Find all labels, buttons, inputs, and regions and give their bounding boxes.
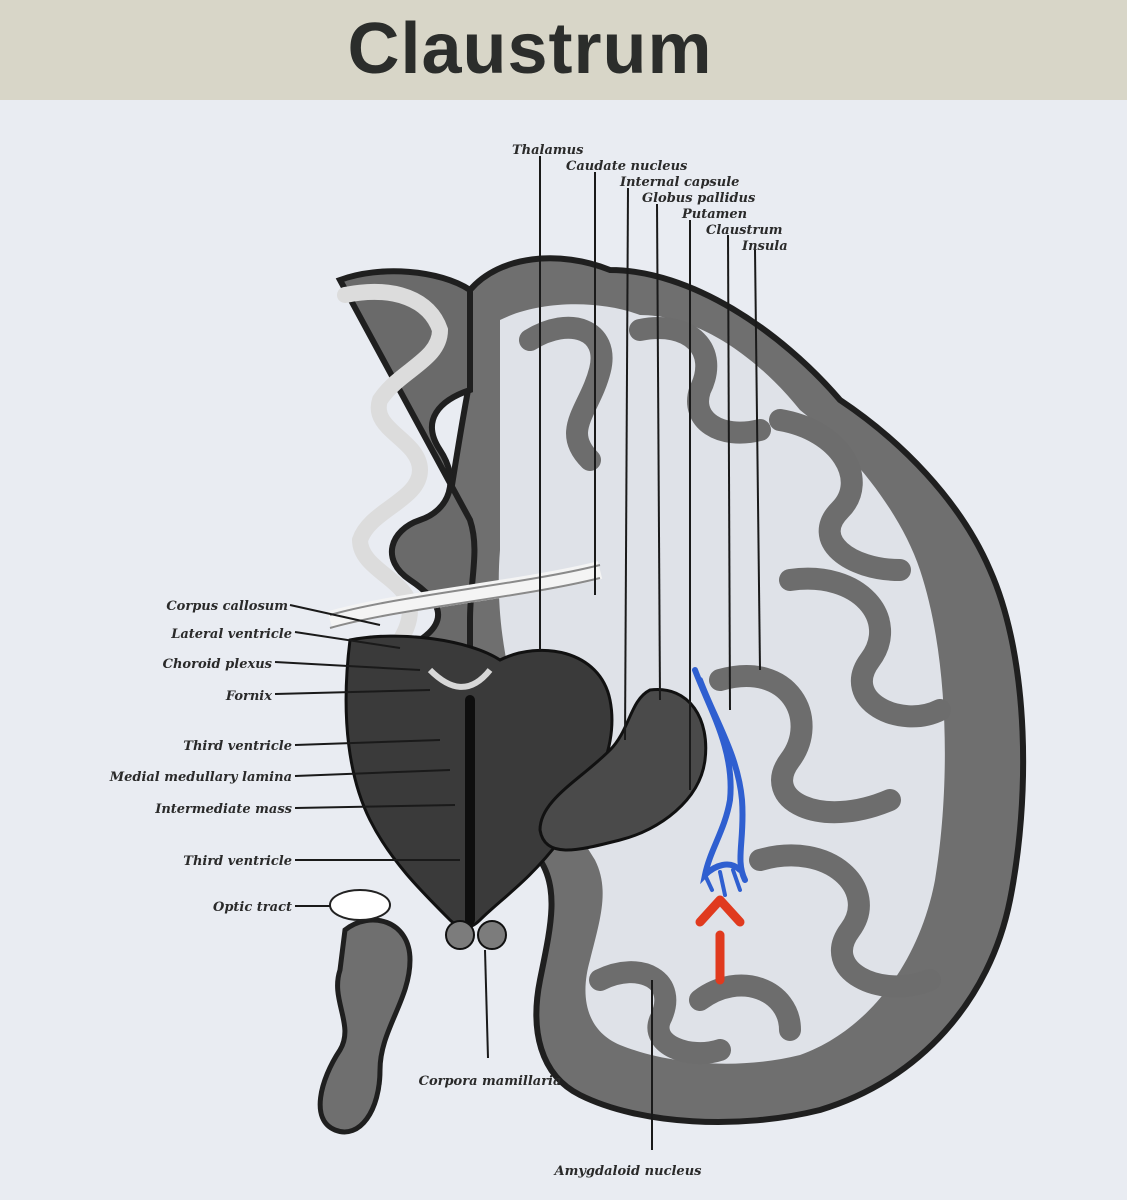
label-insula: Insula	[741, 239, 788, 254]
label-lateral-ventricle: Lateral ventricle	[170, 627, 292, 642]
cortical-fold-3	[769, 409, 911, 581]
top-leader-lines	[539, 156, 761, 790]
label-thalamus: Thalamus	[512, 143, 584, 158]
label-globus-pallidus: Globus pallidus	[642, 191, 756, 206]
label-putamen: Putamen	[681, 207, 747, 222]
thalamus	[344, 634, 614, 929]
bottom-leader-lines	[484, 949, 653, 1150]
mamillary-body-left	[445, 920, 475, 950]
claustrum-fan	[703, 868, 742, 897]
claustrum-highlight	[692, 667, 748, 885]
label-third-ventricle-upper: Third ventricle	[183, 739, 292, 754]
label-internal-capsule: Internal capsule	[619, 175, 739, 190]
up-arrow-icon	[695, 895, 745, 985]
label-corpora-mamillaria: Corpora mamillaria	[419, 1074, 562, 1089]
corpus-callosum	[327, 561, 603, 629]
temporal-lobe-fragment	[317, 917, 413, 1135]
label-medial-medullary-lamina: Medial medullary lamina	[109, 770, 292, 785]
title-band	[0, 0, 1127, 100]
cortical-fold-6	[749, 844, 941, 998]
label-choroid-plexus: Choroid plexus	[163, 657, 273, 672]
label-optic-tract: Optic tract	[213, 900, 292, 915]
optic-tract	[329, 889, 391, 921]
brain-section-diagram: Thalamus Caudate nucleus Internal capsul…	[0, 100, 1127, 1200]
cortical-fold-4	[779, 567, 951, 728]
label-fornix: Fornix	[225, 689, 272, 704]
mamillary-body-right	[477, 920, 507, 950]
label-claustrum: Claustrum	[706, 223, 783, 238]
left-leader-lines	[274, 604, 460, 907]
cortical-fold-1	[519, 316, 613, 471]
page-title: Claustrum	[347, 9, 713, 89]
cortical-fold-2	[629, 317, 771, 444]
cortical-fold-5	[709, 665, 901, 824]
lentiform-nucleus	[538, 688, 708, 852]
label-third-ventricle-lower: Third ventricle	[183, 854, 292, 869]
fornix	[427, 667, 493, 690]
label-intermediate-mass: Intermediate mass	[154, 802, 292, 817]
cortical-fold-8	[589, 961, 731, 1065]
label-caudate-nucleus: Caudate nucleus	[566, 159, 688, 174]
label-corpus-callosum: Corpus callosum	[166, 599, 288, 614]
label-amygdaloid-nucleus: Amygdaloid nucleus	[553, 1164, 703, 1179]
cortical-fold-7	[689, 974, 801, 1041]
